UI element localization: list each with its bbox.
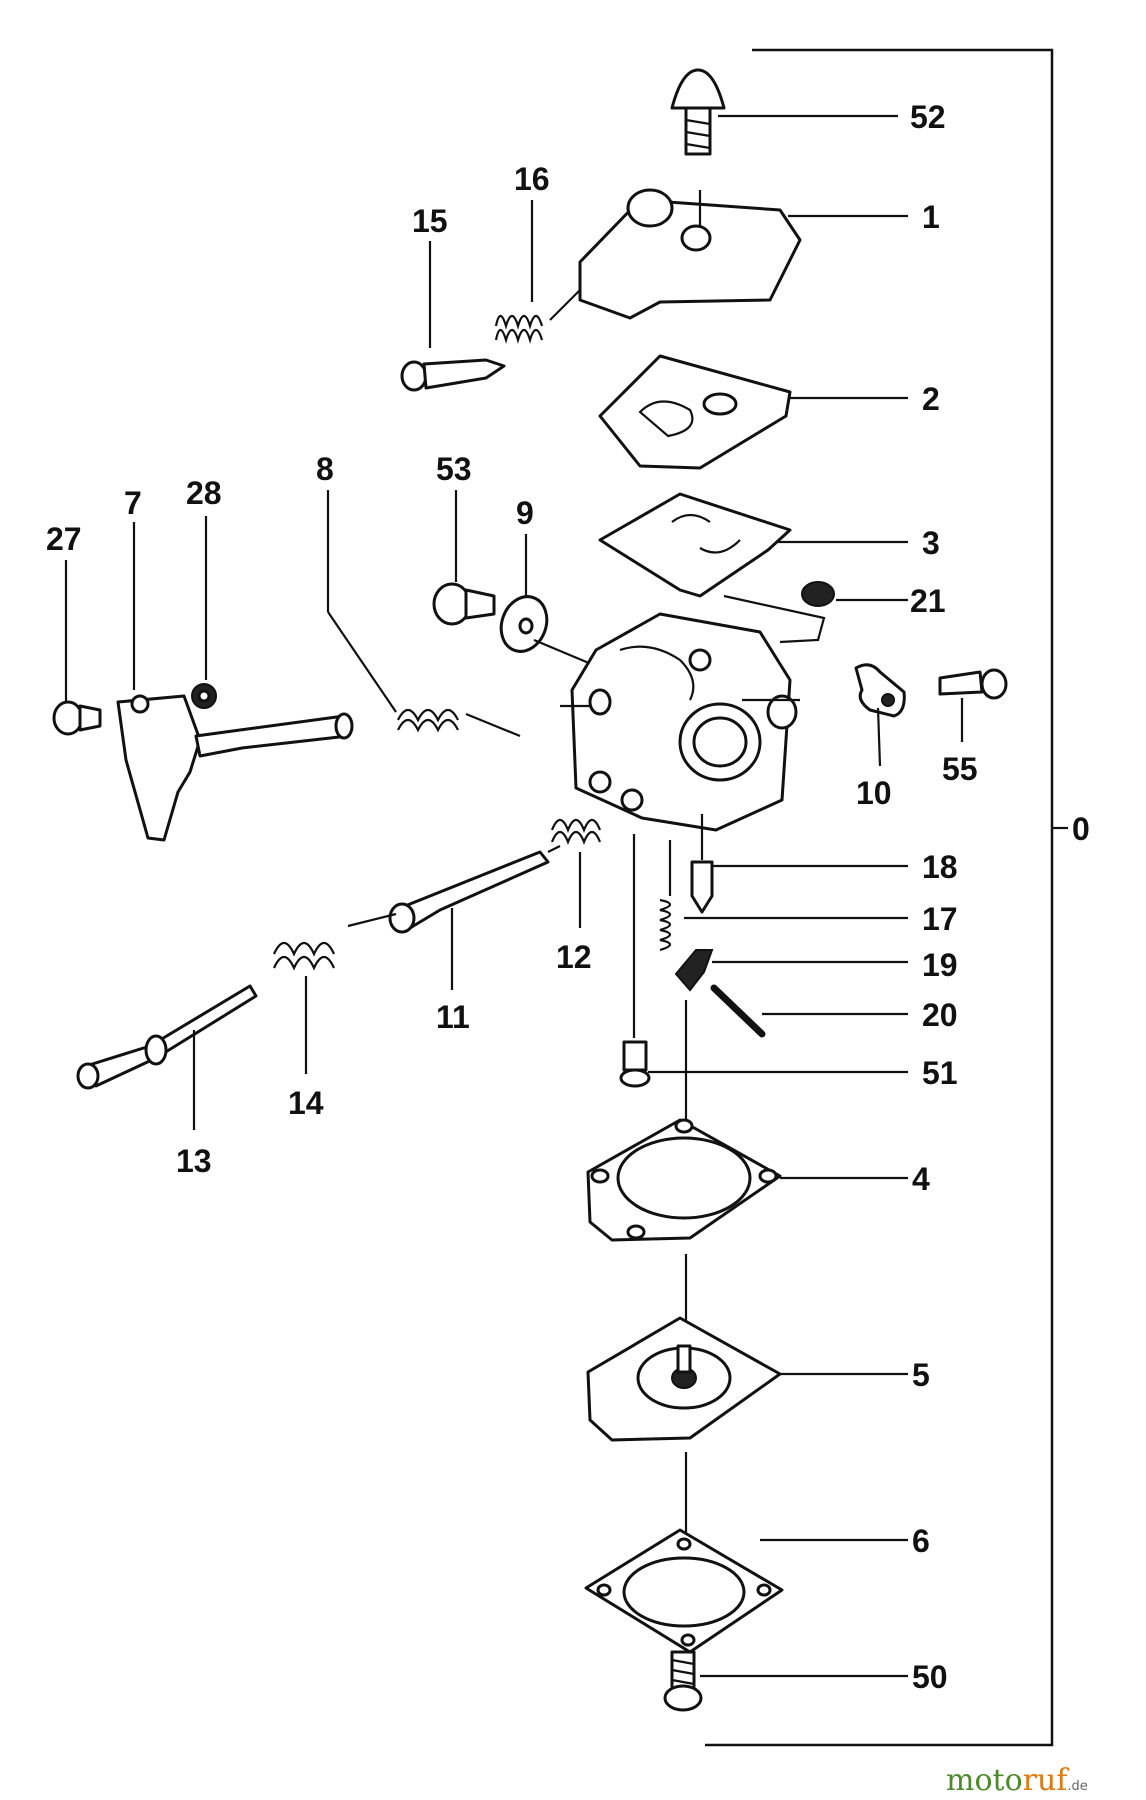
- assembly-bracket: 0: [705, 48, 1090, 1747]
- label-12: 12: [556, 939, 592, 975]
- watermark-ruf: ruf: [1023, 1763, 1070, 1798]
- label-15: 15: [412, 203, 448, 239]
- metering-diaphragm: [586, 1316, 908, 1534]
- svg-text:motoruf.de: motoruf.de: [946, 1763, 1088, 1798]
- label-10: 10: [856, 775, 892, 811]
- carburetor-cover: [578, 188, 908, 320]
- label-21: 21: [910, 583, 946, 619]
- label-18: 18: [922, 849, 958, 885]
- label-28: 28: [186, 475, 222, 511]
- label-20: 20: [922, 997, 958, 1033]
- washer: [499, 534, 597, 668]
- label-9: 9: [516, 495, 534, 531]
- control-lever: [674, 949, 908, 992]
- lever-screw: [52, 560, 102, 736]
- part-labels: 52 1 2 3 21 15 16 53 9 8 27 7 28 10 55 1…: [46, 99, 978, 1695]
- watermark: motoruf.de: [946, 1763, 1088, 1798]
- watermark-moto: moto: [946, 1763, 1023, 1798]
- label-51: 52: [910, 99, 946, 135]
- label-17: 17: [922, 901, 958, 937]
- carburetor-body: [560, 612, 800, 832]
- throttle-spring: [326, 490, 521, 738]
- metering-cover: [584, 1528, 908, 1654]
- screw-55: [938, 668, 1008, 742]
- lever-washer: [191, 516, 217, 709]
- label-27: 27: [46, 521, 82, 557]
- label-6: 6: [912, 1523, 930, 1559]
- label-50: 50: [912, 1659, 948, 1695]
- watermark-suffix: .de: [1067, 1779, 1087, 1794]
- label-1: 1: [922, 199, 940, 235]
- label-2: 2: [922, 381, 940, 417]
- choke-spring: [272, 941, 336, 1074]
- needle-spring: [659, 840, 908, 952]
- lever-pin: [710, 984, 908, 1038]
- label-4: 4: [912, 1161, 930, 1197]
- pump-diaphragm: [598, 492, 908, 598]
- label-8: 8: [316, 451, 334, 487]
- choke-shaft: [76, 984, 258, 1130]
- label-assembly: 0: [1072, 811, 1090, 847]
- metering-gasket: [586, 1118, 908, 1340]
- cover-screw: [663, 1650, 908, 1712]
- label-14: 14: [288, 1085, 324, 1121]
- adjusting-screw: [400, 241, 506, 392]
- top-screw-51: [670, 68, 898, 156]
- label-52: 51: [922, 1055, 958, 1091]
- label-5: 5: [912, 1357, 930, 1393]
- clip: [854, 663, 906, 767]
- lever-screw-small: [619, 1000, 908, 1140]
- label-16: 16: [514, 161, 550, 197]
- plug: [723, 581, 908, 644]
- throttle-shaft: [347, 845, 561, 990]
- label-55: 55: [942, 751, 978, 787]
- gasket-top: [598, 354, 908, 470]
- label-7: 7: [124, 485, 142, 521]
- label-11: 11: [436, 999, 470, 1035]
- throttle-lever: [116, 522, 354, 842]
- label-3: 3: [922, 525, 940, 561]
- label-19: 19: [922, 947, 958, 983]
- label-13: 13: [176, 1143, 212, 1179]
- shaft-spring: [550, 818, 602, 928]
- screw-53: [432, 490, 496, 626]
- screw-spring: [494, 200, 581, 344]
- inlet-needle: [690, 814, 908, 914]
- label-53: 53: [436, 451, 472, 487]
